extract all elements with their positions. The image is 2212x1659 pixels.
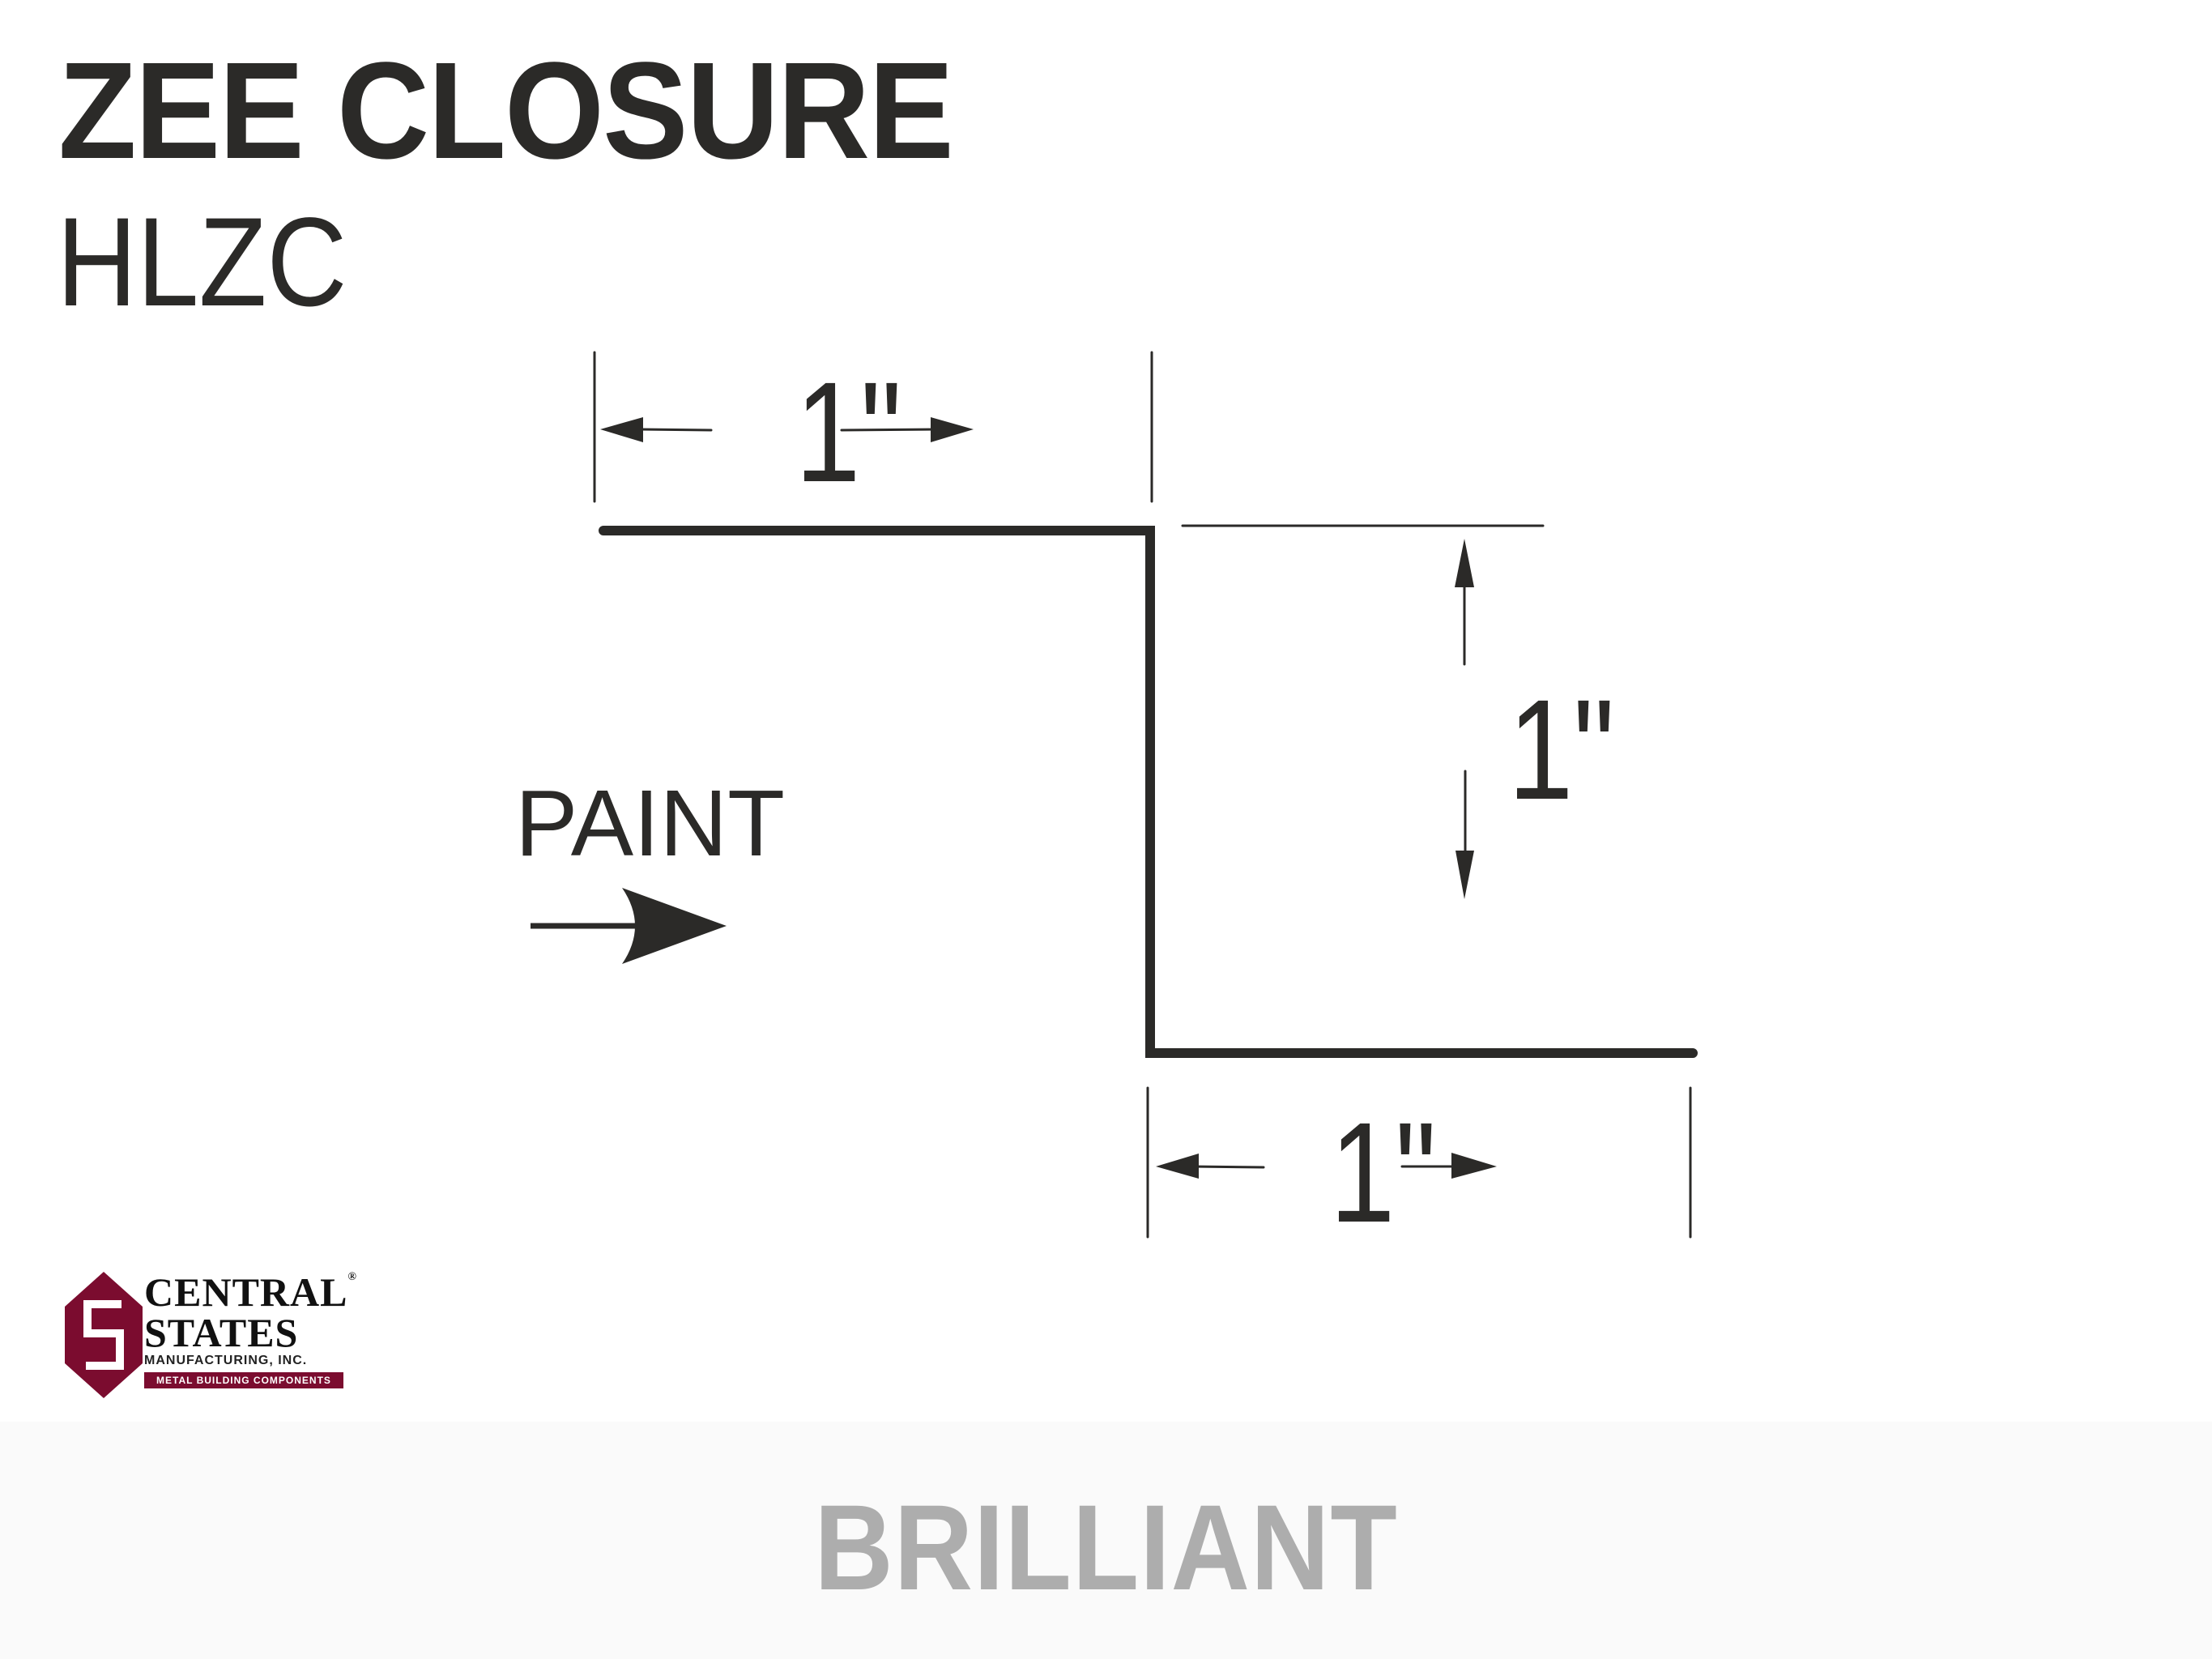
registered-mark: ® (347, 1271, 357, 1283)
web-height-dimension: 1" (1508, 671, 1615, 830)
arrow-left-icon (1156, 1154, 1199, 1179)
arrow-up-icon (1455, 539, 1474, 587)
top-flange-dimension: 1" (795, 353, 902, 512)
color-name: BRILLIANT (814, 1479, 1398, 1615)
logo-line-3: MANUFACTURING, INC. (144, 1354, 308, 1367)
profile-line (599, 526, 1698, 1058)
company-logo: CENTRAL® STATES MANUFACTURING, INC. META… (63, 1269, 356, 1400)
logo-tagline: METAL BUILDING COMPONENTS (144, 1372, 343, 1388)
color-name-banner: BRILLIANT (0, 1422, 2212, 1659)
arrow-down-icon (1455, 851, 1474, 899)
logo-line-1: CENTRAL (144, 1269, 348, 1315)
paint-side-label: PAINT (515, 770, 785, 876)
logo-line-2: STATES (144, 1310, 299, 1355)
product-code: HLZC (57, 192, 347, 333)
arrow-right-icon (1451, 1153, 1497, 1179)
arrow-left-icon (600, 417, 643, 442)
logo-s-mark-icon (65, 1272, 143, 1398)
paint-direction-arrow-icon (622, 888, 727, 964)
bottom-flange-dimension: 1" (1330, 1094, 1437, 1252)
product-title: ZEE CLOSURE (58, 34, 954, 188)
arrow-right-icon (931, 417, 974, 442)
